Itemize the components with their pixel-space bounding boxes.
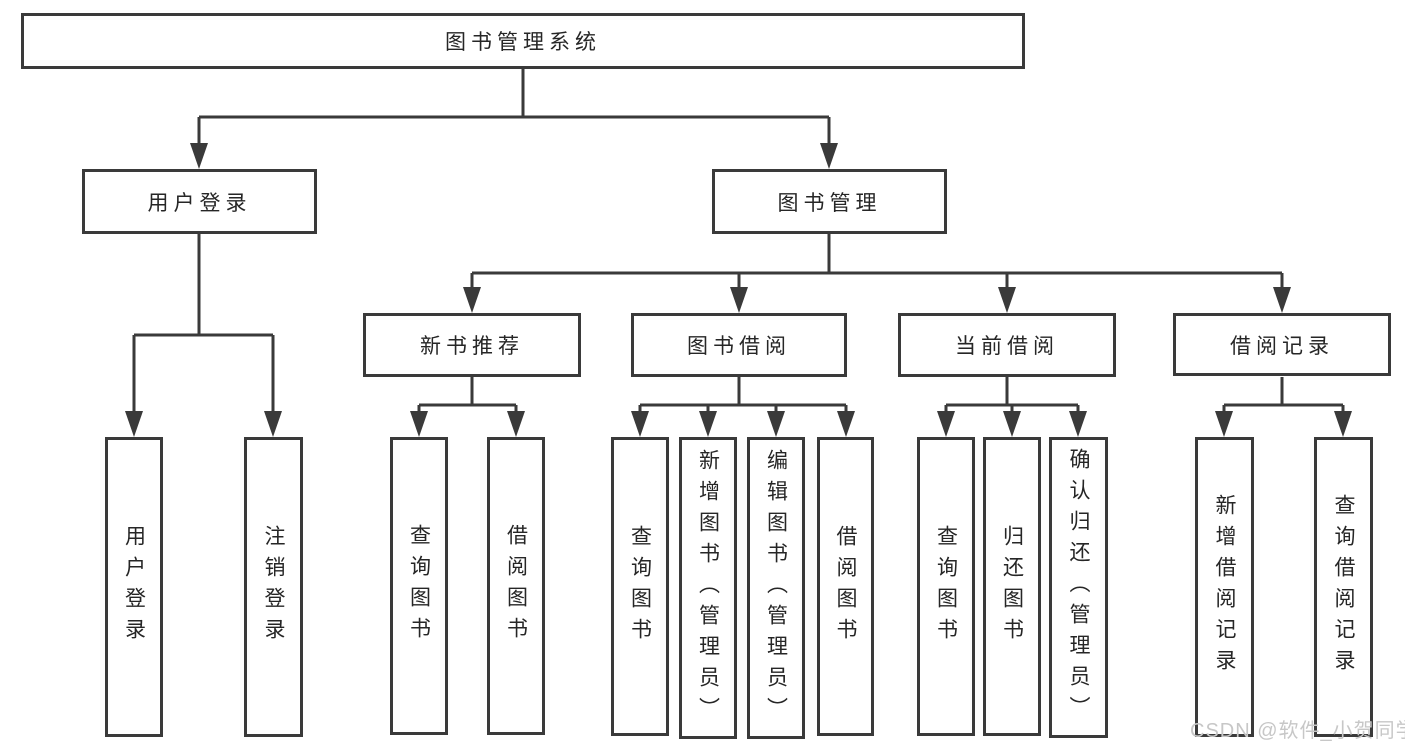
- leaf-edit-book-admin: 编辑图书（管理员）: [747, 437, 805, 739]
- node-user-login-label: 用户登录: [147, 191, 252, 215]
- node-book-borrowing-label: 图书借阅: [687, 335, 791, 358]
- leaf-edit-book-admin-label: 编辑图书（管理员）: [764, 448, 788, 728]
- leaf-query-books-recommend-label: 查询图书: [407, 524, 431, 648]
- leaf-borrow-books-2-label: 借阅图书: [834, 524, 858, 649]
- leaf-query-books-borrow-label: 查询图书: [628, 524, 652, 649]
- leaf-return-book-label: 归还图书: [1000, 524, 1024, 649]
- leaf-query-borrow-record-label: 查询借阅记录: [1332, 494, 1356, 680]
- leaf-confirm-return-admin: 确认归还（管理员）: [1049, 437, 1108, 738]
- node-library-system-label: 图书管理系统: [445, 31, 601, 54]
- leaf-add-book-admin-label: 新增图书（管理员）: [696, 448, 720, 728]
- leaf-logout-label: 注销登录: [262, 525, 286, 649]
- node-user-login: 用户登录: [82, 169, 317, 234]
- leaf-add-borrow-record-label: 新增借阅记录: [1213, 494, 1237, 680]
- node-current-borrowing-label: 当前借阅: [955, 335, 1059, 358]
- node-borrowing-records: 借阅记录: [1173, 313, 1391, 376]
- leaf-user-login-label: 用户登录: [122, 525, 146, 649]
- node-book-borrowing: 图书借阅: [631, 313, 847, 377]
- leaf-confirm-return-admin-label: 确认归还（管理员）: [1067, 448, 1091, 727]
- leaf-user-login: 用户登录: [105, 437, 163, 737]
- node-new-book-recommend: 新书推荐: [363, 313, 581, 377]
- leaf-query-books-current: 查询图书: [917, 437, 975, 736]
- leaf-add-borrow-record: 新增借阅记录: [1195, 437, 1254, 737]
- leaf-borrow-books-2: 借阅图书: [817, 437, 874, 736]
- node-new-book-recommend-label: 新书推荐: [420, 335, 524, 358]
- leaf-query-books-borrow: 查询图书: [611, 437, 669, 736]
- leaf-borrow-books-recommend: 借阅图书: [487, 437, 545, 735]
- watermark: CSDN @软件_小贺同学: [1190, 720, 1405, 742]
- node-book-management-label: 图书管理: [777, 191, 882, 215]
- node-book-management: 图书管理: [712, 169, 947, 234]
- leaf-return-book: 归还图书: [983, 437, 1041, 736]
- node-current-borrowing: 当前借阅: [898, 313, 1116, 377]
- leaf-query-books-recommend: 查询图书: [390, 437, 448, 735]
- leaf-logout: 注销登录: [244, 437, 303, 737]
- leaf-add-book-admin: 新增图书（管理员）: [679, 437, 737, 739]
- leaf-borrow-books-recommend-label: 借阅图书: [504, 524, 528, 648]
- node-borrowing-records-label: 借阅记录: [1230, 334, 1334, 358]
- leaf-query-borrow-record: 查询借阅记录: [1314, 437, 1373, 737]
- leaf-query-books-current-label: 查询图书: [934, 524, 958, 649]
- node-library-system: 图书管理系统: [21, 13, 1025, 69]
